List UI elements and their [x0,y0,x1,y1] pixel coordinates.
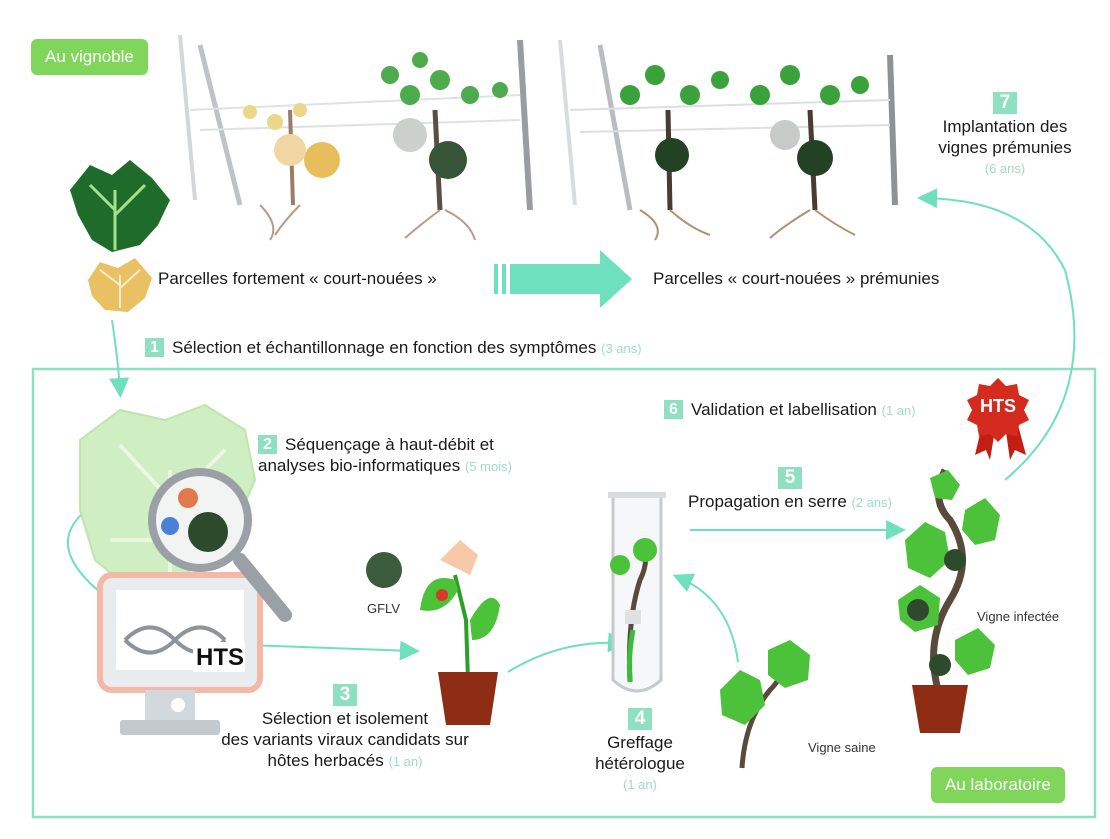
step-2-number: 2 [258,435,277,454]
step-7-line2: vignes prémunies [938,138,1072,157]
magnifying-glass [148,468,292,622]
label-gflv: GFLV [367,601,400,616]
step-7-number: 7 [993,92,1017,114]
step-5-duration: (2 ans) [851,495,892,510]
hts-screen-box [193,642,245,672]
step-3-number: 3 [333,684,357,706]
caption-parcelles-premunies: Parcelles « court-nouées » prémunies [653,269,940,288]
vineyard-left [178,34,533,241]
laboratory-frame [31,367,1097,819]
big-arrow [494,250,632,308]
tag-au-laboratoire: Au laboratoire [931,767,1065,803]
step-1-number: 1 [145,338,164,357]
grape-leaf-healthy [70,160,170,252]
arrow-2-3 [247,640,420,661]
step-3-duration: (1 an) [388,754,423,769]
step-5-text: Propagation en serre [688,492,847,511]
step-3-line1: Sélection et isolement [261,709,429,728]
hts-badge-label: HTS [980,396,1016,416]
step-7: 7 Implantation des vignes prémunies (6 a… [925,92,1085,179]
arrow-3-4 [507,632,628,673]
step-2-line2: analyses bio-informatiques [258,456,461,475]
caption-parcelles-court-nouees: Parcelles fortement « court-nouées » [158,269,437,288]
step-2-line1: Séquençage à haut-débit et [285,435,494,454]
step-6-number: 6 [664,400,683,419]
step-4-line1: Greffage [607,733,673,752]
step-4-line2: hétérologue [595,754,685,773]
step-6-text: Validation et labellisation [691,400,877,419]
step-4: 4 Greffage hétérologue (1 an) [590,708,690,795]
step-1-duration: (3 ans) [601,341,642,356]
label-vigne-saine: Vigne saine [808,740,876,755]
step-3-line3: hôtes herbacés [267,751,384,770]
step-7-line1: Implantation des [942,117,1068,136]
step-3: 3 Sélection et isolement des variants vi… [200,684,490,772]
step-2-duration: (5 mois) [464,459,512,474]
step-1-text: Sélection et échantillonnage en fonction… [172,338,597,357]
step-7-duration: (6 ans) [984,161,1026,176]
step-6-duration: (1 an) [881,403,916,418]
step-6: 6 Validation et labellisation (1 an) [664,399,916,421]
arrow-7 [917,188,1076,481]
herbaceous-plant [420,540,500,725]
step-2: 2 Séquençage à haut-débit et analyses bio… [258,434,512,477]
vineyard-right [558,39,898,241]
gflv-virus [366,552,402,588]
healthy-vine [720,640,810,769]
label-vigne-infectee: Vigne infectée [977,609,1060,624]
hts-screen-label: HTS [196,644,244,671]
step-5-number: 5 [778,467,802,489]
step-4-number: 4 [628,708,652,730]
arrow-1 [109,319,130,398]
step-3-line2: des variants viraux candidats sur [221,730,469,749]
step-4-duration: (1 an) [623,777,657,792]
arrow-saine-4 [672,573,739,663]
step-1: 1 Sélection et échantillonnage en fonctio… [145,337,642,359]
hts-badge [967,378,1029,460]
grape-leaf-diseased [88,258,152,312]
tag-au-vignoble: Au vignoble [31,39,148,75]
infected-vine [898,468,1000,733]
test-tube [608,492,666,693]
step-5: 5 Propagation en serre (2 ans) [680,467,900,513]
